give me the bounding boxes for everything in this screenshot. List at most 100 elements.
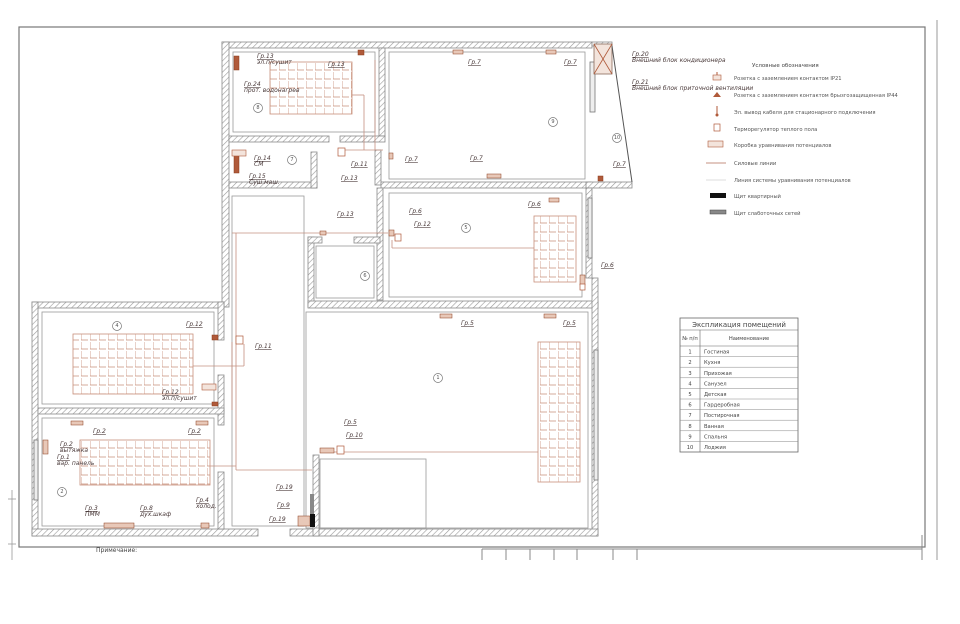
svg-text:6: 6 (363, 273, 366, 279)
svg-text:Гр.12: Гр.12 (414, 221, 431, 228)
room-marker: 8 (253, 103, 263, 113)
svg-text:Гр.11: Гр.11 (255, 343, 272, 350)
svg-text:10: 10 (687, 445, 694, 451)
svg-text:9: 9 (551, 119, 554, 125)
socket-ip21-icon (319, 230, 327, 236)
low-voltage-panel-icon (709, 209, 727, 215)
svg-text:1: 1 (436, 375, 439, 381)
svg-text:эл.п/сушит: эл.п/сушит (162, 395, 197, 402)
svg-text:Детская: Детская (704, 392, 727, 398)
room-marker: 2 (57, 487, 67, 497)
svg-text:Гр.21: Гр.21 (632, 79, 649, 86)
title-block (481, 535, 923, 560)
socket-ip21-icon (195, 420, 209, 426)
svg-text:Прихожая: Прихожая (704, 371, 732, 377)
svg-text:Гр.5: Гр.5 (461, 320, 474, 327)
socket-ip44-icon (211, 401, 219, 407)
svg-text:Гр.12: Гр.12 (186, 321, 203, 328)
svg-text:2: 2 (60, 489, 63, 495)
circuit-label: Гр.19 (276, 484, 293, 491)
svg-text:Гр.7: Гр.7 (405, 156, 418, 163)
thermostat-icon (713, 123, 721, 132)
socket-ip21-icon (103, 522, 135, 529)
circuit-label: Гр.12 (414, 221, 431, 228)
svg-text:Гр.7: Гр.7 (564, 59, 577, 66)
circuit-label: Гр.6 (528, 201, 541, 208)
socket-ip21-icon (548, 197, 560, 203)
svg-text:Силовые линии: Силовые линии (734, 161, 776, 167)
svg-text:Гр.13: Гр.13 (341, 175, 358, 182)
svg-text:9: 9 (688, 434, 691, 440)
svg-text:8: 8 (688, 424, 691, 430)
room-marker: 10 (612, 133, 622, 143)
kup-box-icon (201, 383, 217, 391)
circuit-label: Гр.11 (351, 161, 368, 168)
svg-text:Лоджия: Лоджия (704, 445, 726, 451)
circuit-label: Гр.5 (563, 320, 576, 327)
svg-text:Гр.20: Гр.20 (632, 51, 649, 58)
svg-text:Щит слаботочных сетей: Щит слаботочных сетей (734, 210, 801, 217)
windows (33, 43, 613, 501)
circuit-label: Гр.7 (564, 59, 577, 66)
svg-text:4: 4 (688, 381, 692, 387)
notes: Примечание: (96, 547, 137, 554)
room-marker: 5 (461, 223, 471, 233)
svg-text:Гр.11: Гр.11 (351, 161, 368, 168)
svg-text:10: 10 (614, 135, 620, 141)
socket-ip21-icon (200, 522, 210, 529)
svg-text:7: 7 (688, 413, 691, 419)
svg-text:Гр.1: Гр.1 (57, 454, 70, 461)
svg-text:ПММ: ПММ (85, 511, 101, 518)
thermostat-icon (337, 147, 346, 157)
svg-text:Гр.19: Гр.19 (276, 484, 293, 491)
svg-text:Гардеробная: Гардеробная (704, 403, 740, 409)
drawing-frame (8, 20, 938, 560)
svg-text:1: 1 (688, 350, 691, 356)
kup-boxes (201, 149, 247, 391)
low-voltage-panel-icon (310, 494, 314, 514)
circuit-label: Гр.10 (346, 432, 363, 439)
svg-text:Гр.2: Гр.2 (60, 441, 73, 448)
socket-ip21-icon (319, 447, 335, 454)
room-marker: 9 (548, 117, 558, 127)
socket-ip21-icon (70, 420, 84, 426)
kup-box-icon (707, 140, 724, 148)
svg-text:эл.п/сушит: эл.п/сушит (257, 59, 292, 66)
svg-text:Гр.7: Гр.7 (613, 161, 626, 168)
notes-label: Примечание: (96, 547, 137, 554)
svg-text:холод.: холод. (195, 503, 217, 510)
svg-text:дух.шкаф: дух.шкаф (139, 511, 171, 518)
svg-text:Гр.2: Гр.2 (188, 428, 201, 435)
svg-text:Гр.14: Гр.14 (254, 155, 271, 162)
socket-ip21-icon (388, 229, 395, 237)
svg-text:Гр.13: Гр.13 (328, 61, 345, 68)
circuit-label: Гр.7 (613, 161, 626, 168)
circuit-label: Гр.2 (188, 428, 201, 435)
table-header-num: № п/п (682, 336, 698, 342)
circuit-label: Гр.9 (277, 502, 290, 509)
svg-text:Терморегулятор теплого пола: Терморегулятор теплого пола (733, 127, 817, 133)
svg-text:Гр.12: Гр.12 (162, 389, 179, 396)
svg-text:Гр.3: Гр.3 (85, 505, 98, 512)
svg-text:прот. водонагрев: прот. водонагрев (244, 87, 300, 94)
svg-text:вар. панель: вар. панель (57, 460, 95, 467)
socket-ip44-icon (597, 175, 604, 182)
svg-text:Внешний блок кондиционера: Внешний блок кондиционера (632, 57, 726, 64)
svg-text:Гр.15: Гр.15 (249, 173, 266, 180)
socket-ip21-icon (545, 49, 557, 55)
table-row: 10 Лоджия (687, 445, 726, 451)
svg-text:Гр.2: Гр.2 (93, 428, 106, 435)
table-header-name: Наименование (729, 336, 769, 342)
table-title: Экспликация помещений (692, 321, 786, 329)
socket-ip44-icon (713, 92, 721, 97)
